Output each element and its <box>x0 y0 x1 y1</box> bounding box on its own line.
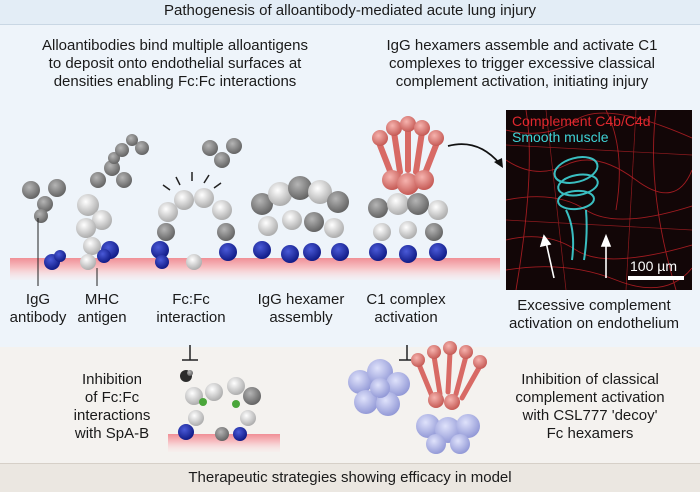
csl777-therapy-text: Inhibition of classical complement activ… <box>515 371 665 442</box>
stain-complement-label: Complement C4b/C4d <box>512 113 651 129</box>
fcfc-burst-lines <box>162 172 222 191</box>
deposition-description: Alloantibodies bind multiple alloantigen… <box>41 37 308 90</box>
mhc-antigen-2 <box>97 249 111 263</box>
fcfc-antibody-pair <box>151 188 237 270</box>
membrane-spab <box>168 434 280 452</box>
igg-hexamer-label: IgG hexamer assembly <box>257 291 345 326</box>
igg-hexamer-assembly <box>251 176 349 263</box>
c1-complex-label: C1 complex activation <box>366 291 446 326</box>
excessive-complement-label: Excessive complement activation on endot… <box>508 297 680 332</box>
c1-complex <box>368 116 448 263</box>
free-igg-antibody-2 <box>90 152 132 188</box>
mhc-antigen-1 <box>44 250 66 270</box>
header-title: Pathogenesis of alloantibody-mediated ac… <box>0 0 700 25</box>
spab-therapy-text: Inhibition of Fc:Fc interactions with Sp… <box>73 371 151 442</box>
label-pointer-lines <box>37 218 98 286</box>
spab-illustration <box>178 370 261 441</box>
igg-antibody-label: IgG antibody <box>9 291 67 326</box>
footer-title: Therapeutic strategies showing efficacy … <box>0 463 700 492</box>
micrograph-pointer-arrows <box>539 233 612 279</box>
hexamer-description: IgG hexamers assemble and activate C1 co… <box>386 37 658 90</box>
free-igg-antibody-1 <box>22 179 66 223</box>
scale-bar-label: 100 µm <box>630 258 677 274</box>
endothelial-membrane <box>10 258 500 280</box>
mhc-antigen-label: MHC antigen <box>77 291 127 326</box>
free-igg-antibody-4 <box>202 138 242 168</box>
stain-muscle-label: Smooth muscle <box>512 129 609 145</box>
free-igg-antibody-3 <box>115 134 149 157</box>
complement-micrograph: Complement C4b/C4d Smooth muscle 100 µm <box>506 110 692 290</box>
scale-bar <box>628 276 684 280</box>
fcfc-interaction-label: Fc:Fc interaction <box>156 291 226 326</box>
inhibition-symbols <box>182 345 415 361</box>
c1-complex-with-decoy <box>411 341 487 454</box>
therapies-panel <box>0 347 700 463</box>
csl777-decoy-hexamer <box>348 359 410 416</box>
curved-arrow-icon <box>447 143 501 165</box>
arrow-head-icon <box>494 158 503 168</box>
